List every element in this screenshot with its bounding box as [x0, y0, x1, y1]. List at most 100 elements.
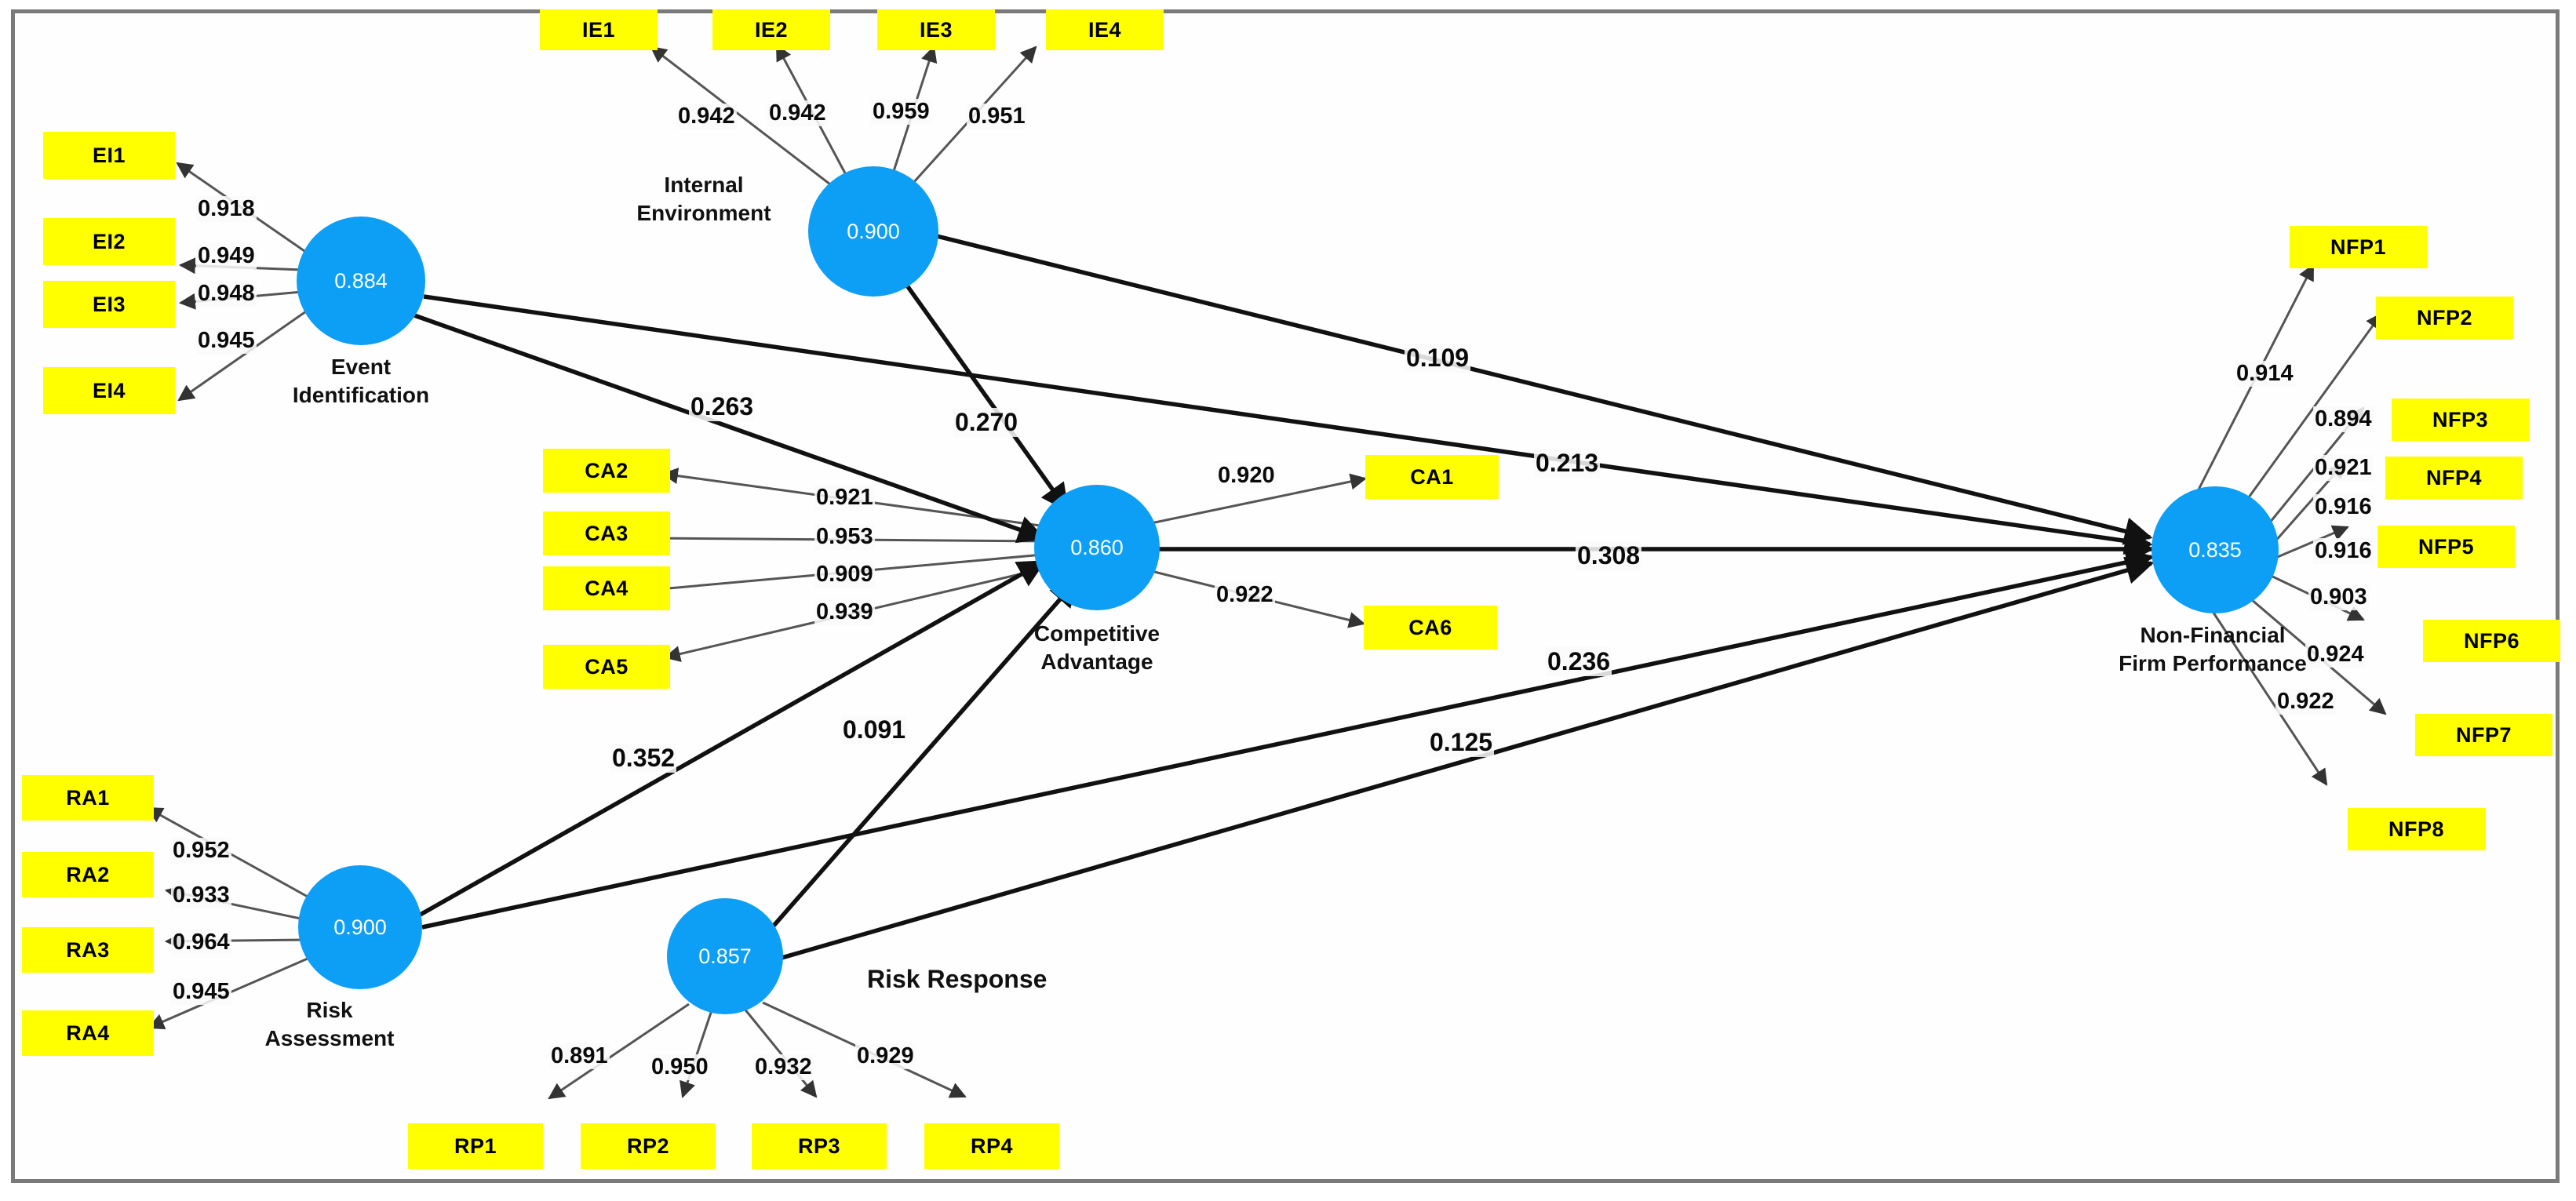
indicator-label: RP2: [626, 1134, 670, 1158]
latent-circle-internal-environment[interactable]: 0.900: [808, 166, 938, 297]
indicator-label: EI4: [92, 378, 126, 402]
indicator-label: IE4: [1088, 17, 1122, 42]
indicator-label: EI3: [92, 292, 126, 316]
indicator-box-NFP8: NFP8: [2348, 808, 2485, 850]
indicator-box-NFP6: NFP6: [2423, 620, 2560, 662]
path-coefficient-RP-to-NFP: 0.125: [1428, 728, 1495, 757]
indicator-box-NFP4: NFP4: [2385, 457, 2523, 499]
loading-value-NFP1: 0.914: [2235, 361, 2295, 387]
loading-value-RA3: 0.964: [171, 930, 231, 955]
indicator-label: CA6: [1408, 615, 1452, 639]
indicator-label: EI1: [92, 143, 126, 167]
loading-value-CA3: 0.953: [814, 524, 875, 550]
indicator-label: CA2: [585, 458, 629, 482]
indicator-label: CA1: [1410, 464, 1454, 489]
indicator-label: RP1: [454, 1134, 497, 1158]
loading-value-NFP7: 0.924: [2305, 642, 2366, 668]
loading-value-CA6: 0.922: [1215, 582, 1275, 608]
indicator-box-EI1: EI1: [43, 132, 175, 179]
loading-value-RP2: 0.950: [650, 1054, 710, 1080]
indicator-box-RP1: RP1: [408, 1123, 543, 1169]
indicator-label: EI2: [92, 229, 126, 253]
indicator-label: RP3: [797, 1134, 841, 1158]
loading-value-CA2: 0.921: [814, 485, 875, 511]
indicator-box-EI3: EI3: [43, 281, 175, 328]
indicator-label: RA3: [66, 937, 110, 962]
indicator-box-RP2: RP2: [581, 1123, 716, 1169]
loading-value-NFP3: 0.921: [2313, 455, 2374, 481]
indicator-label: IE3: [919, 17, 953, 42]
path-coefficient-EI-to-CA: 0.263: [689, 392, 756, 421]
indicator-box-EI4: EI4: [43, 367, 175, 414]
indicator-box-RA1: RA1: [22, 775, 154, 821]
latent-circle-risk-response[interactable]: 0.857: [667, 898, 783, 1014]
loading-value-RA1: 0.952: [171, 838, 231, 864]
path-coefficient-RA-to-CA: 0.352: [610, 744, 677, 773]
latent-label-internal-environment: Internal Environment: [636, 173, 771, 225]
loading-value-EI4: 0.945: [196, 328, 257, 354]
indicator-box-NFP3: NFP3: [2392, 399, 2529, 441]
indicator-box-CA6: CA6: [1364, 606, 1497, 650]
indicator-box-CA3: CA3: [543, 511, 670, 555]
indicator-box-IE3: IE3: [877, 9, 995, 50]
loading-value-NFP5: 0.916: [2313, 538, 2374, 564]
latent-circle-competitive-advantage[interactable]: 0.860: [1034, 485, 1160, 610]
loading-value-RA2: 0.933: [171, 883, 231, 908]
r-squared-value: 0.835: [2188, 537, 2242, 562]
indicator-box-NFP1: NFP1: [2290, 226, 2427, 268]
indicator-label: CA5: [585, 654, 629, 679]
loading-value-IE2: 0.942: [767, 100, 828, 126]
indicator-box-RA2: RA2: [22, 852, 154, 897]
path-coefficient-IE-to-NFP: 0.109: [1405, 344, 1471, 373]
loading-value-NFP2: 0.894: [2313, 406, 2374, 432]
loading-value-CA4: 0.909: [814, 562, 875, 588]
loading-value-IE1: 0.942: [676, 104, 737, 129]
indicator-label: NFP5: [2418, 534, 2475, 559]
loading-value-RP1: 0.891: [549, 1043, 610, 1069]
indicator-box-CA5: CA5: [543, 645, 670, 689]
indicator-label: IE2: [754, 17, 789, 42]
indicator-label: NFP7: [2455, 722, 2512, 747]
latent-label-competitive-advantage: Competitive Advantage: [1033, 621, 1160, 674]
indicator-label: RP4: [970, 1134, 1014, 1158]
indicator-box-RP4: RP4: [924, 1123, 1059, 1169]
path-coefficient-RA-to-NFP: 0.236: [1546, 647, 1612, 676]
indicator-label: IE1: [581, 17, 616, 42]
indicator-label: NFP2: [2416, 305, 2473, 329]
path-coefficient-RP-to-CA: 0.091: [841, 715, 908, 744]
path-coefficient-IE-to-CA: 0.270: [953, 408, 1020, 437]
loading-value-CA5: 0.939: [814, 599, 875, 625]
latent-circle-risk-assessment[interactable]: 0.900: [298, 865, 422, 989]
r-squared-value: 0.900: [333, 915, 387, 939]
indicator-box-RP3: RP3: [752, 1123, 887, 1169]
r-squared-value: 0.857: [698, 944, 752, 968]
latent-circle-event-identification[interactable]: 0.884: [297, 217, 425, 345]
indicator-box-NFP7: NFP7: [2415, 714, 2552, 756]
loading-value-EI2: 0.949: [196, 243, 257, 269]
latent-label-risk-assessment: Risk Assessment: [264, 998, 395, 1050]
loading-value-EI3: 0.948: [196, 281, 257, 307]
indicator-label: NFP3: [2432, 407, 2489, 431]
loading-value-EI1: 0.918: [196, 196, 257, 222]
indicator-box-CA2: CA2: [543, 449, 670, 493]
latent-label-non-financial-firm-performance: Non-Financial Firm Performance: [2119, 623, 2307, 675]
r-squared-value: 0.900: [847, 219, 900, 243]
indicator-label: NFP4: [2425, 465, 2483, 489]
indicator-box-IE4: IE4: [1046, 9, 1164, 50]
loading-value-RP4: 0.929: [855, 1043, 916, 1069]
loading-value-NFP4: 0.916: [2313, 494, 2374, 520]
indicator-label: NFP6: [2463, 628, 2520, 653]
indicator-box-RA4: RA4: [22, 1010, 154, 1056]
indicator-box-NFP2: NFP2: [2376, 297, 2513, 339]
indicator-box-EI2: EI2: [43, 218, 175, 265]
latent-label-event-identification: Event Identification: [292, 355, 430, 407]
indicator-box-RA3: RA3: [22, 927, 154, 973]
latent-label-risk-response: Risk Response: [867, 965, 1048, 993]
loading-value-IE3: 0.959: [871, 99, 931, 125]
latent-circle-non-financial-firm-performance[interactable]: 0.835: [2152, 486, 2279, 613]
indicator-box-CA4: CA4: [543, 566, 670, 610]
loading-value-NFP8: 0.922: [2275, 689, 2336, 715]
r-squared-value: 0.884: [334, 268, 388, 293]
path-coefficient-CA-to-NFP: 0.308: [1576, 541, 1642, 570]
indicator-label: RA1: [66, 785, 110, 810]
